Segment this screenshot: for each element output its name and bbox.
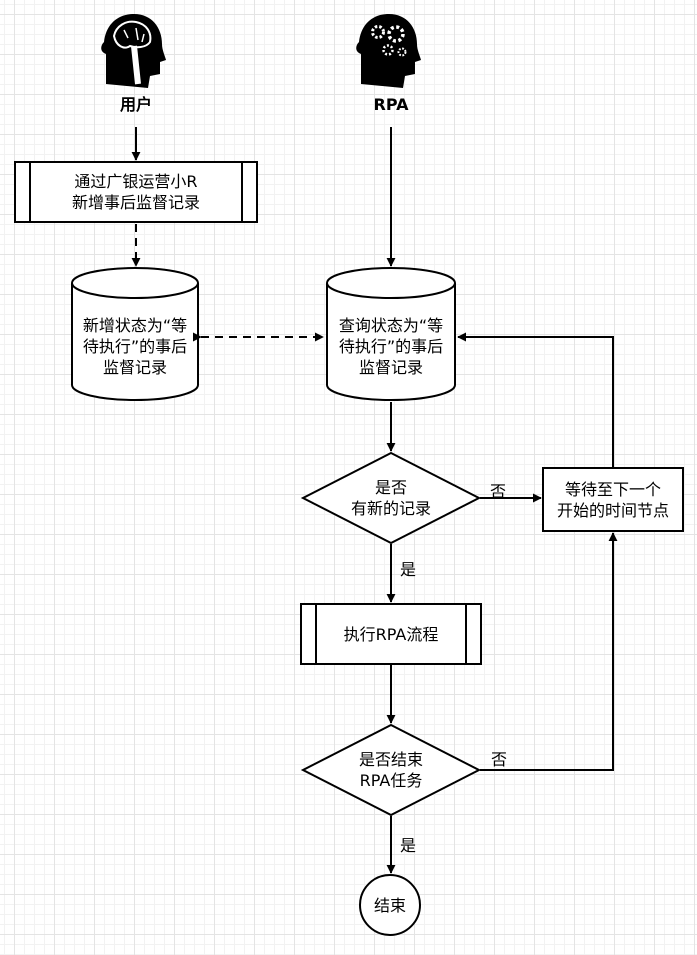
edge-label-end-no: 否 [491, 750, 508, 769]
edge-wait-to-db [457, 332, 614, 467]
edge-decision-end-no-to-wait [480, 532, 618, 771]
edge-label-end-yes: 是 [400, 836, 417, 855]
gears-head-icon [356, 14, 421, 88]
edge-label-new-yes: 是 [400, 560, 417, 579]
user-db-shape [71, 267, 199, 401]
end-shape [359, 874, 421, 936]
decision-end-shape [300, 723, 482, 817]
edge-label-new-no: 否 [490, 482, 507, 501]
user-process-shape [14, 161, 258, 223]
wait-box-shape [542, 467, 684, 532]
rpa-process-shape [300, 603, 482, 665]
decision-new-records-shape [300, 451, 482, 545]
rpa-db-shape [326, 267, 456, 401]
brain-head-icon [101, 14, 166, 88]
